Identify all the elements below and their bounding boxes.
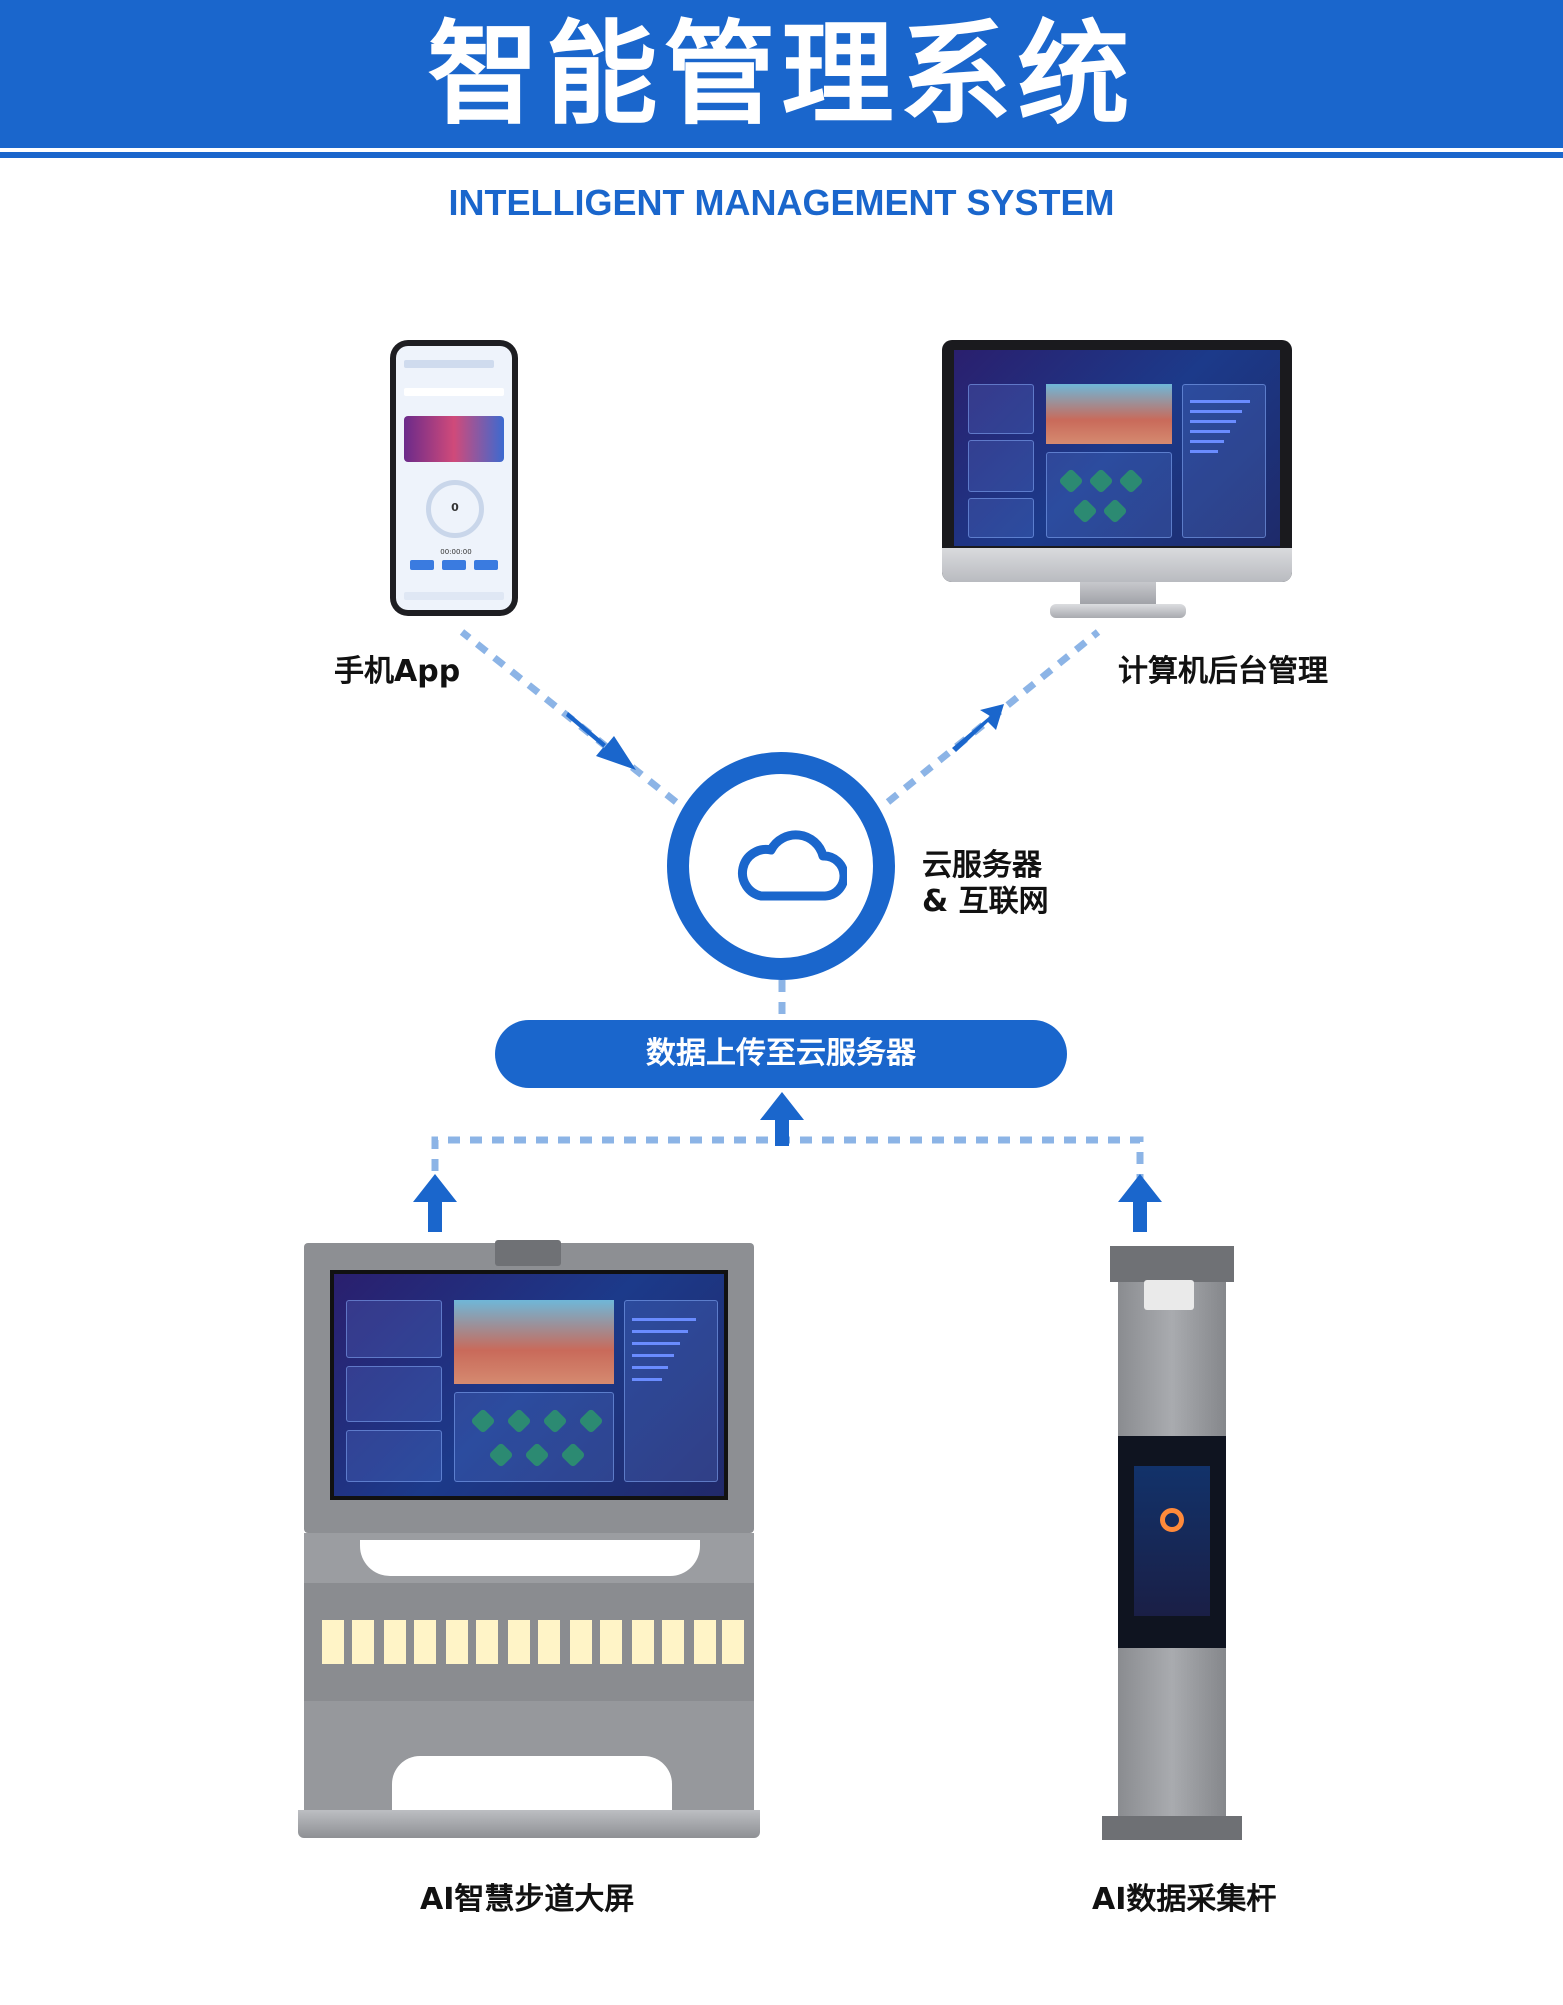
- dashboard-bar: [1190, 430, 1230, 433]
- phone-search-bar: [404, 388, 504, 396]
- phone-app-label: 手机App: [334, 654, 461, 689]
- cloud-label: 云服务器 & 互联网: [922, 848, 1049, 920]
- big-screen-display: [330, 1270, 728, 1500]
- dashboard-panel: [454, 1392, 614, 1482]
- computer-monitor: [942, 340, 1292, 582]
- dashboard-ranking-panel: [624, 1300, 718, 1482]
- phone-banner-image: [404, 416, 504, 462]
- cloud-label-line2: & 互联网: [922, 884, 1049, 919]
- phone-time: 00:00:00: [440, 548, 472, 556]
- arrow-upload-stem: [775, 1118, 789, 1146]
- arrow-right-head: [1118, 1174, 1162, 1202]
- phone-screen: 0 00:00:00: [396, 346, 512, 610]
- phone-nav-bar: [404, 592, 504, 600]
- light-cell: [538, 1620, 560, 1664]
- dashboard-panel: [346, 1300, 442, 1358]
- collection-pole-cap: [1110, 1246, 1234, 1282]
- dashboard-bar: [1190, 400, 1250, 403]
- big-screen-camera: [495, 1240, 561, 1266]
- dashboard-bar: [1190, 410, 1242, 413]
- page-title: 智能管理系统: [427, 10, 1136, 140]
- header-band: [0, 0, 1563, 148]
- connector-bottom-bus: [431, 1136, 1144, 1215]
- dashboard-bar: [632, 1330, 688, 1333]
- collection-pole-display: [1134, 1466, 1210, 1616]
- light-cell: [446, 1620, 468, 1664]
- light-cell: [722, 1620, 744, 1664]
- arrow-to-computer: [952, 704, 1004, 752]
- arrow-upload-head: [760, 1092, 804, 1120]
- dashboard-panel: [968, 440, 1034, 492]
- dashboard-photo: [454, 1300, 614, 1384]
- dashboard-bar: [632, 1354, 674, 1357]
- light-cell: [414, 1620, 436, 1664]
- light-cell: [352, 1620, 374, 1664]
- dashboard-panel: [968, 498, 1034, 538]
- dashboard-panel: [1046, 452, 1172, 538]
- arrow-left-stem: [428, 1200, 442, 1232]
- collection-pole-donut-chart: [1160, 1508, 1184, 1532]
- big-screen-foot: [298, 1810, 760, 1838]
- dashboard-panel: [346, 1430, 442, 1482]
- dashboard-bar: [1190, 420, 1236, 423]
- dashboard-bar: [1190, 450, 1218, 453]
- phone-device: 0 00:00:00: [390, 340, 518, 616]
- light-cell: [508, 1620, 530, 1664]
- dashboard-bar: [1190, 440, 1224, 443]
- arrow-right-stem: [1133, 1200, 1147, 1232]
- light-cell: [476, 1620, 498, 1664]
- arrow-to-phone: [566, 712, 636, 770]
- phone-button: [410, 560, 434, 570]
- light-cell: [322, 1620, 344, 1664]
- dashboard-bar: [632, 1366, 668, 1369]
- monitor-stand-base: [1050, 604, 1186, 618]
- light-cell: [384, 1620, 406, 1664]
- page-subtitle: INTELLIGENT MANAGEMENT SYSTEM: [448, 182, 1115, 223]
- cloud-server-node: [667, 752, 895, 980]
- collection-pole-base: [1102, 1816, 1242, 1840]
- big-screen-label: AI智慧步道大屏: [420, 1882, 635, 1917]
- light-cell: [662, 1620, 684, 1664]
- upload-pill: 数据上传至云服务器: [495, 1020, 1067, 1088]
- phone-ring-value: 0: [451, 501, 459, 514]
- light-cell: [570, 1620, 592, 1664]
- cloud-icon: [737, 830, 847, 901]
- dashboard-ranking-panel: [1182, 384, 1266, 538]
- monitor-screen: [954, 350, 1280, 546]
- dashboard-panel: [968, 384, 1034, 434]
- collection-pole-camera: [1144, 1280, 1194, 1310]
- header-divider: [0, 152, 1563, 158]
- computer-admin-label: 计算机后台管理: [1118, 654, 1328, 689]
- light-cell: [632, 1620, 654, 1664]
- dashboard-bar: [632, 1342, 680, 1345]
- monitor-chin: [942, 548, 1292, 582]
- big-screen-cutout: [360, 1540, 700, 1576]
- cloud-label-line1: 云服务器: [922, 848, 1042, 883]
- dashboard-bar: [632, 1378, 662, 1381]
- collection-pole-label: AI数据采集杆: [1092, 1882, 1277, 1917]
- light-cell: [694, 1620, 716, 1664]
- arrow-left-head: [413, 1174, 457, 1202]
- phone-status-bar: [404, 360, 494, 368]
- big-screen-base-arch: [392, 1756, 672, 1812]
- dashboard-photo: [1046, 384, 1172, 444]
- dashboard-panel: [346, 1366, 442, 1422]
- phone-button: [442, 560, 466, 570]
- phone-progress-ring: 0: [426, 480, 484, 538]
- monitor-stand-neck: [1080, 582, 1156, 608]
- phone-button: [474, 560, 498, 570]
- light-cell: [600, 1620, 622, 1664]
- dashboard-bar: [632, 1318, 696, 1321]
